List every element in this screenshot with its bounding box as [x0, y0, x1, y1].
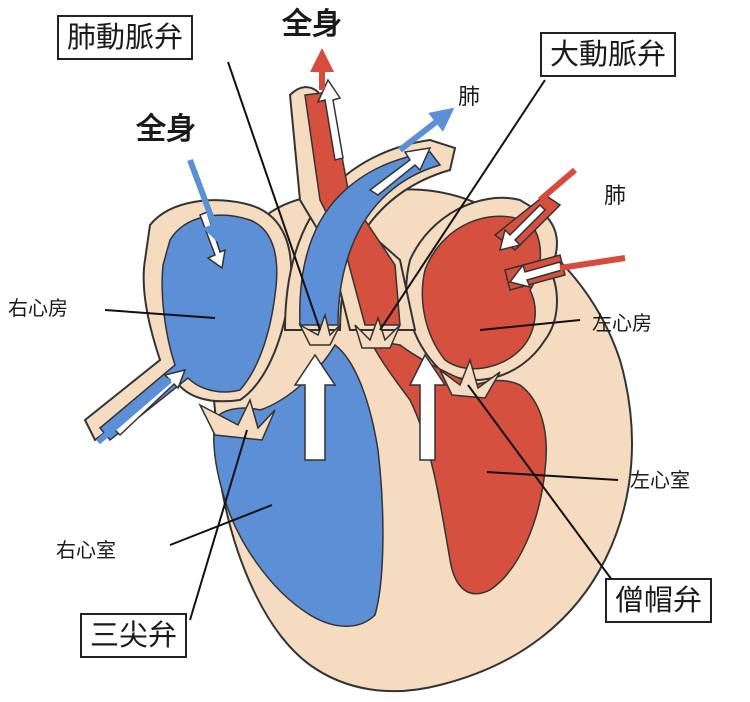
lung-label-top: 肺: [458, 85, 481, 110]
flow-arrow-aorta-up: [316, 78, 344, 161]
arrow-body-to-ra: [187, 158, 226, 247]
leader-left-ventricle: [486, 471, 619, 481]
mitral-valve-shape: [439, 357, 501, 399]
left-atrium-blood: [421, 215, 542, 370]
leader-aortic-valve: [379, 79, 546, 331]
body-label-top: 全身: [282, 7, 342, 42]
pulmonary-valve-label: 肺動脈弁: [57, 15, 194, 60]
flow-arrow-pv-lower: [508, 261, 563, 289]
body-label-left: 全身: [136, 112, 196, 147]
aortic-valve-label: 大動脈弁: [540, 32, 677, 77]
pulmonary-artery-blood: [299, 151, 442, 326]
arrow-ivc-to-ra: [96, 377, 172, 445]
leader-left-atrium: [479, 319, 581, 331]
flow-arrow-rv-up: [293, 353, 337, 461]
flow-arrows: [113, 78, 563, 461]
flow-arrow-lv-up: [408, 353, 447, 461]
arrow-lung-to-la-lower: [559, 255, 626, 271]
aortic-valve-shape: [354, 315, 401, 349]
leader-pulmonary-valve: [227, 61, 321, 331]
tricuspid-valve-shape: [198, 397, 276, 441]
lung-label-right: 肺: [604, 184, 627, 209]
right-ventricle-label: 右心室: [56, 538, 116, 562]
leader-right-atrium: [104, 309, 216, 319]
right-atrium-label: 右心房: [8, 296, 68, 320]
right-atrium-blood: [98, 214, 278, 442]
flow-arrow-pa: [368, 147, 432, 196]
tricuspid-valve-label: 三尖弁: [80, 613, 188, 658]
leader-lines: [104, 61, 619, 621]
left-ventricle-label: 左心室: [630, 468, 690, 492]
arrow-lung-to-la-upper: [538, 167, 577, 203]
left-atrium-label: 左心房: [592, 311, 652, 335]
arrow-pa-to-lung: [398, 107, 455, 153]
leader-right-ventricle: [169, 504, 273, 546]
flow-arrow-pv-upper: [498, 203, 547, 252]
leader-mitral-valve: [467, 384, 613, 581]
mitral-valve-label: 僧帽弁: [605, 578, 713, 623]
